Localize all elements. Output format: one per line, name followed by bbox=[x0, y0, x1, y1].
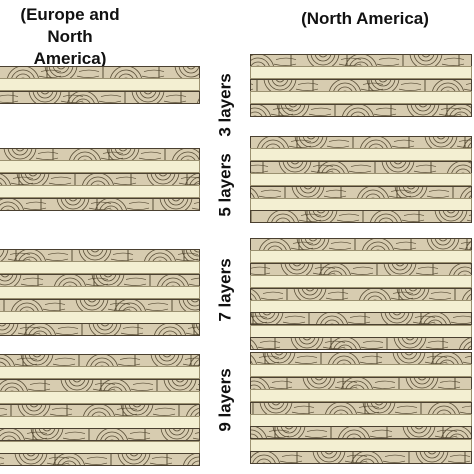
longitudinal-layer bbox=[0, 378, 200, 392]
wood-grain bbox=[0, 454, 199, 466]
longitudinal-layer bbox=[0, 90, 200, 104]
cross-layer bbox=[0, 391, 200, 405]
cross-layer bbox=[250, 300, 472, 313]
wood-grain bbox=[251, 353, 471, 364]
cross-layer bbox=[250, 66, 472, 80]
wood-grain bbox=[251, 55, 465, 66]
cross-layer bbox=[250, 173, 472, 187]
cross-layer bbox=[0, 78, 200, 92]
cross-layer bbox=[250, 364, 472, 378]
wood-grain bbox=[0, 250, 199, 261]
wood-grain bbox=[251, 263, 471, 275]
longitudinal-layer bbox=[0, 66, 200, 79]
cross-layer bbox=[250, 438, 472, 452]
longitudinal-layer bbox=[0, 354, 200, 367]
longitudinal-layer bbox=[250, 287, 472, 301]
wood-grain bbox=[0, 173, 199, 185]
cross-layer bbox=[0, 185, 200, 199]
wood-grain bbox=[251, 79, 471, 91]
heading-north-america: (North America) bbox=[301, 9, 429, 28]
wood-grain bbox=[251, 211, 471, 223]
cross-layer bbox=[250, 414, 472, 427]
longitudinal-layer bbox=[250, 312, 472, 326]
cross-layer bbox=[0, 311, 200, 324]
heading-left-line-1: (Europe and North bbox=[20, 5, 120, 46]
longitudinal-layer bbox=[0, 323, 200, 337]
longitudinal-layer bbox=[250, 352, 472, 365]
longitudinal-layer bbox=[0, 197, 200, 211]
longitudinal-layer bbox=[0, 172, 200, 186]
wood-grain bbox=[0, 198, 199, 210]
longitudinal-layer bbox=[250, 376, 472, 390]
cross-layer bbox=[0, 286, 200, 300]
longitudinal-layer bbox=[0, 273, 200, 287]
wood-grain bbox=[0, 355, 199, 366]
wood-grain bbox=[257, 137, 471, 148]
wood-grain bbox=[3, 149, 199, 160]
wood-grain bbox=[0, 274, 199, 286]
wood-grain bbox=[0, 379, 199, 391]
wood-grain bbox=[0, 404, 199, 416]
longitudinal-layer bbox=[0, 148, 200, 161]
longitudinal-layer bbox=[250, 136, 472, 149]
longitudinal-layer bbox=[250, 78, 472, 92]
longitudinal-layer bbox=[0, 428, 200, 442]
longitudinal-layer bbox=[250, 238, 472, 251]
wood-grain bbox=[251, 377, 461, 389]
cross-layer bbox=[250, 389, 472, 403]
wood-grain bbox=[0, 429, 199, 441]
cross-layer bbox=[250, 324, 472, 338]
cross-layer bbox=[0, 160, 200, 174]
cross-layer bbox=[0, 440, 200, 454]
wood-grain bbox=[0, 299, 199, 311]
longitudinal-layer bbox=[250, 185, 472, 199]
cross-layer bbox=[250, 148, 472, 162]
wood-grain bbox=[0, 91, 199, 103]
wood-grain bbox=[252, 402, 471, 414]
longitudinal-layer bbox=[0, 453, 200, 467]
cross-layer bbox=[250, 91, 472, 105]
wood-grain bbox=[251, 288, 471, 300]
longitudinal-layer bbox=[250, 54, 472, 67]
cross-layer bbox=[0, 416, 200, 429]
wood-grain bbox=[251, 186, 471, 198]
longitudinal-layer bbox=[0, 249, 200, 262]
wood-grain bbox=[251, 161, 471, 173]
label-9-layers: 9 layers bbox=[216, 368, 235, 432]
longitudinal-layer bbox=[250, 426, 472, 440]
cross-layer bbox=[250, 198, 472, 211]
wood-grain bbox=[251, 104, 471, 116]
longitudinal-layer bbox=[250, 337, 472, 351]
longitudinal-layer bbox=[250, 401, 472, 415]
cross-layer bbox=[0, 366, 200, 380]
longitudinal-layer bbox=[250, 451, 472, 465]
wood-grain bbox=[259, 239, 471, 250]
wood-grain bbox=[251, 313, 471, 325]
longitudinal-layer bbox=[250, 262, 472, 276]
longitudinal-layer bbox=[250, 103, 472, 117]
longitudinal-layer bbox=[0, 403, 200, 417]
wood-grain bbox=[251, 338, 471, 350]
cross-layer bbox=[250, 275, 472, 289]
wood-grain bbox=[7, 67, 199, 78]
label-7-layers: 7 layers bbox=[216, 258, 235, 322]
cross-layer bbox=[0, 261, 200, 275]
longitudinal-layer bbox=[0, 298, 200, 312]
wood-grain bbox=[0, 324, 199, 336]
longitudinal-layer bbox=[250, 210, 472, 224]
cross-layer bbox=[250, 250, 472, 264]
longitudinal-layer bbox=[250, 160, 472, 174]
wood-grain bbox=[251, 427, 471, 439]
heading-left-line-2: America) bbox=[33, 49, 107, 68]
label-5-layers: 5 layers bbox=[216, 153, 235, 217]
wood-grain bbox=[251, 452, 471, 464]
